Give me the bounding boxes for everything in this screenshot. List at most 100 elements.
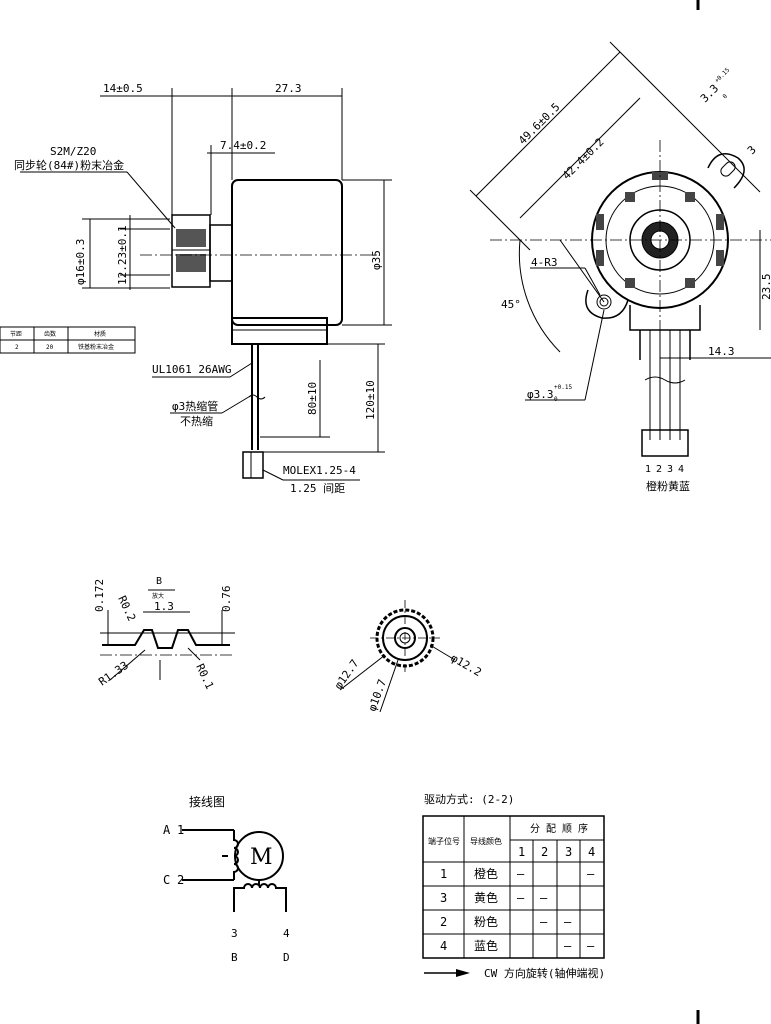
dim-pulley-dia: φ16±0.3 <box>74 239 87 285</box>
wiring-pin-3: 3 <box>231 927 238 940</box>
drive-header-terminal: 端子位号 <box>428 836 460 846</box>
wiring-label-a: A <box>163 823 171 837</box>
detail-sub-label: 放大 <box>152 592 164 600</box>
drive-header-sequence: 分 配 顺 序 <box>530 822 588 835</box>
wiring-label-b: B <box>231 951 238 964</box>
dim-pulley-root: 12.23±0.1 <box>116 225 129 285</box>
drive-table-title: 驱动方式: (2-2) <box>424 792 514 806</box>
wire-color-order: 橙粉黄蓝 <box>646 479 690 493</box>
side-view <box>20 88 392 481</box>
drive-row-1-terminal: 1 <box>440 867 447 881</box>
dim-tooth-radius-top: R0.2 <box>115 594 138 624</box>
drive-row-1-step-4: – <box>587 867 595 881</box>
wiring-pin-1: 1 <box>177 823 184 837</box>
dim-pulley-width: 14±0.5 <box>103 82 143 95</box>
wiring-pin-4: 4 <box>283 927 290 940</box>
drive-row-1-color: 橙色 <box>474 866 498 881</box>
connector-spec-line2: 1.25 间距 <box>290 482 345 495</box>
dim-slot-tolerance-low: 0 <box>721 93 729 101</box>
tooth-profile-labels: B 放大 0.172 R0.2 1.3 0.76 R1.33 R0.1 <box>93 576 233 691</box>
drive-row-3-step-2: – <box>540 915 548 929</box>
drive-step-2: 2 <box>541 845 548 859</box>
wiring-label-d: D <box>283 951 290 964</box>
motor-symbol-label: M <box>250 845 273 870</box>
drive-row-2-step-1: – <box>517 891 525 905</box>
connector-spec-line1: MOLEX1.25-4 <box>283 464 356 477</box>
drive-row-3-terminal: 2 <box>440 915 447 929</box>
drive-row-1-step-1: – <box>517 867 525 881</box>
drive-row-4-step-3: – <box>564 939 572 953</box>
dim-tooth-left: 0.172 <box>93 579 106 612</box>
dim-lead-2: 120±10 <box>364 380 377 420</box>
wiring-diagram-labels: 接线图 A 1 C 2 3 4 B D M <box>163 794 290 964</box>
gear-table-header-material: 材质 <box>94 330 106 338</box>
dim-hole-tolerance-low: 0 <box>554 396 558 403</box>
gear-table-header-teeth: 齿数 <box>44 330 56 338</box>
drive-step-3: 3 <box>565 845 572 859</box>
dim-top-right: 3 <box>745 143 759 157</box>
drive-row-2-terminal: 3 <box>440 891 447 905</box>
pulley <box>171 214 211 288</box>
dim-slot-tolerance: +0.15 <box>713 66 731 84</box>
dim-tooth-right: 0.76 <box>220 586 233 613</box>
drive-step-4: 4 <box>588 845 595 859</box>
gear-table-material: 铁基粉末冶金 <box>78 343 114 351</box>
dim-slot-width: 3.3 <box>698 82 721 105</box>
pin-number-4: 4 <box>678 464 684 475</box>
pin-number-3: 3 <box>667 464 673 475</box>
gear-table: 节距 齿数 材质 2 20 铁基粉末冶金 <box>0 326 136 354</box>
pin-number-1: 1 <box>645 464 651 475</box>
pulley-spec-line2: 同步轮(84#)粉末冶金 <box>14 158 124 172</box>
dim-lead-1: 80±10 <box>306 382 319 415</box>
front-view-labels: 49.6±0.5 42.4±0.2 3.3 +0.15 0 3 4-R3 45°… <box>501 66 771 493</box>
drive-row-2-color: 黄色 <box>474 891 498 905</box>
drive-table: 驱动方式: (2-2) 端子位号 导线颜色 分 配 顺 序 1 2 3 4 1 … <box>422 792 605 980</box>
dim-pulley-outer: φ12.7 <box>332 657 362 692</box>
dim-tooth-radius-bottom-right: R0.1 <box>193 662 216 692</box>
dim-hole-diameter: φ3.3 <box>527 388 554 401</box>
drive-step-1: 1 <box>518 845 525 859</box>
dim-hole-tolerance: +0.15 <box>554 384 572 391</box>
dim-body-length: 27.3 <box>275 82 302 95</box>
drive-row-4-color: 蓝色 <box>474 939 498 953</box>
gear-table-header-pitch: 节距 <box>10 330 22 338</box>
dim-tooth-pitch: 1.3 <box>154 600 174 613</box>
drive-header-color: 导线颜色 <box>470 836 502 846</box>
tube-spec-line2: 不热缩 <box>180 415 213 428</box>
drive-row-3-step-3: – <box>564 915 572 929</box>
gear-table-teeth: 20 <box>46 344 54 351</box>
direction-note: CW 方向旋转(轴伸端视) <box>484 966 605 980</box>
pin-number-2: 2 <box>656 464 662 475</box>
dim-mount-spacing: 42.4±0.2 <box>560 135 607 182</box>
mount-flange <box>231 317 328 345</box>
direction-arrow <box>424 969 470 977</box>
pulley-end-view <box>339 600 456 713</box>
wiring-diagram <box>182 829 287 912</box>
wiring-title: 接线图 <box>189 794 225 809</box>
tooth-profile-detail <box>100 589 235 681</box>
dim-lead-offset: 14.3 <box>708 345 735 358</box>
dim-tooth-radius-bottom-left: R1.33 <box>96 659 131 689</box>
front-view <box>469 41 771 457</box>
wiring-pin-2: 2 <box>177 873 184 887</box>
dim-body-dia: φ35 <box>370 250 383 270</box>
dim-boss: 7.4±0.2 <box>220 139 266 152</box>
wiring-label-c: C <box>163 873 170 887</box>
dim-pulley-tip: φ12.2 <box>449 651 484 679</box>
wire-spec: UL1061 26AWG <box>152 363 231 376</box>
dim-overall-width: 49.6±0.5 <box>516 100 563 147</box>
motor-body <box>231 179 343 326</box>
drive-row-2-step-2: – <box>540 891 548 905</box>
pulley-spec-line1: S2M/Z20 <box>50 145 96 158</box>
gear-table-pitch: 2 <box>15 344 19 351</box>
dim-right-edge: 23.5 <box>760 274 771 301</box>
detail-label: B <box>156 576 162 587</box>
drive-row-3-color: 粉色 <box>474 915 498 929</box>
dim-angle: 45° <box>501 298 521 311</box>
dim-mount-holes: 4-R3 <box>531 256 558 269</box>
tube-spec-line1: φ3热缩管 <box>172 399 218 413</box>
drive-row-4-terminal: 4 <box>440 939 447 953</box>
side-view-labels: 14±0.5 27.3 7.4±0.2 S2M/Z20 同步轮(84#)粉末冶金… <box>14 82 383 495</box>
drive-row-4-step-4: – <box>587 939 595 953</box>
